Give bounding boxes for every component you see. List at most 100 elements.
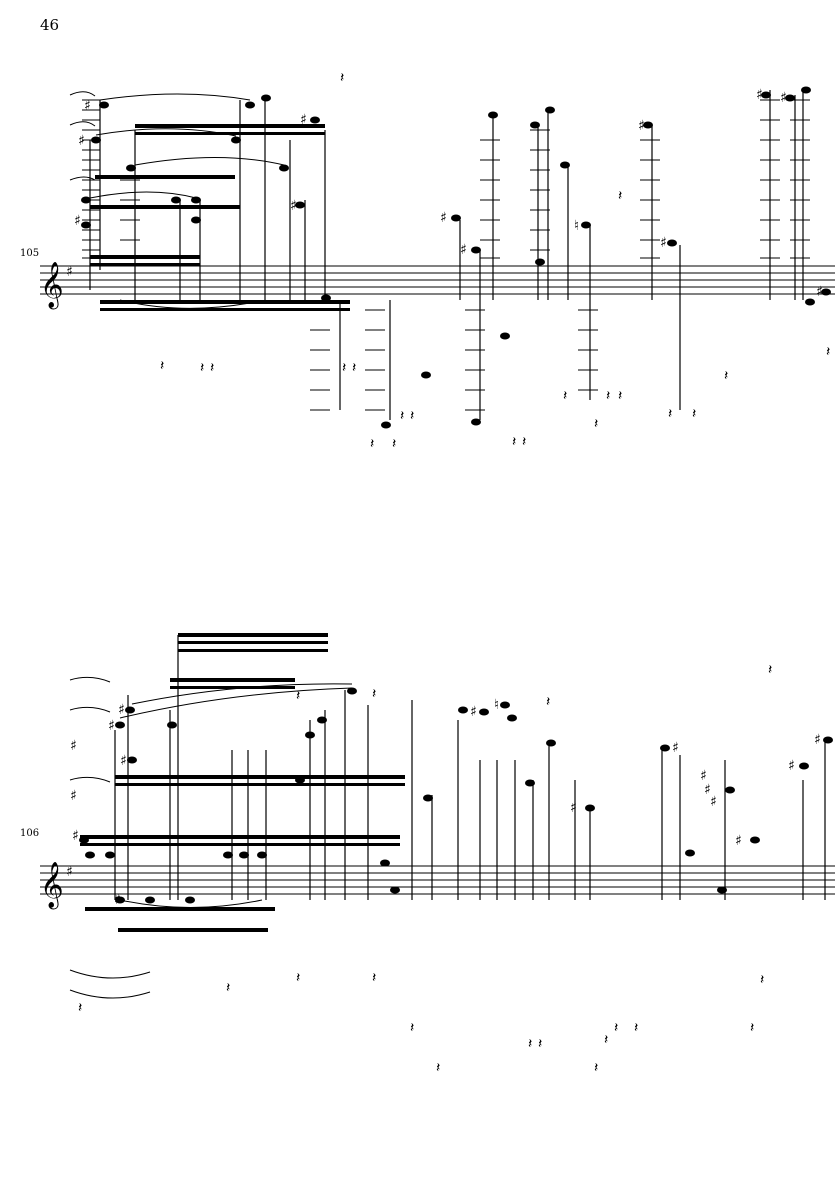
quarter-rest-icon: 𝄽	[826, 344, 830, 360]
notehead	[761, 91, 771, 99]
notehead	[145, 896, 155, 904]
sharp-icon: ♯	[460, 242, 467, 258]
notehead	[451, 214, 461, 222]
sharp-icon: ♯	[814, 732, 821, 748]
stems	[114, 635, 826, 900]
staff-lines	[40, 265, 835, 295]
quarter-rest-icon: 𝄽	[512, 434, 516, 450]
notehead	[321, 294, 331, 302]
stems	[89, 90, 804, 420]
notehead	[105, 851, 115, 859]
notehead	[585, 804, 595, 812]
sharp-icon: ♯	[108, 718, 115, 734]
sharp-icon: ♯	[290, 198, 297, 214]
sharp-icon: ♯	[704, 782, 711, 798]
accidentals: ♯ ♯ ♯ ♯ ♯ ♯ ♯ ♯ ♯ ♯ ♯ ♯ ♯ ♯ ♯ ♯ ♯ ♮	[70, 697, 821, 908]
quarter-rest-icon: 𝄽	[724, 368, 728, 384]
measure-number: 106	[20, 828, 40, 839]
sharp-icon: ♯	[470, 704, 477, 720]
quarter-rest-icon: 𝄽	[546, 694, 550, 710]
score-system-2: 106 𝄞 ♯	[0, 600, 835, 1120]
notehead	[223, 851, 233, 859]
rests: 𝄽 𝄽 𝄽 𝄽 𝄽 𝄽 𝄽 𝄽 𝄽 𝄽 𝄽 𝄽 𝄽 𝄽 𝄽 𝄽 𝄽 𝄽 𝄽 𝄽 …	[160, 70, 830, 452]
notehead	[801, 86, 811, 94]
notehead	[471, 246, 481, 254]
quarter-rest-icon: 𝄽	[768, 662, 772, 678]
quarter-rest-icon: 𝄽	[296, 688, 300, 704]
quarter-rest-icon: 𝄽	[668, 406, 672, 422]
sharp-icon: ♯	[756, 87, 763, 103]
notehead	[85, 851, 95, 859]
notehead	[167, 721, 177, 729]
staff-lines	[40, 865, 835, 895]
notehead	[91, 136, 101, 144]
notehead	[667, 239, 677, 247]
notehead	[545, 106, 555, 114]
sharp-icon: ♯	[570, 800, 577, 816]
notehead	[530, 121, 540, 129]
beams	[90, 124, 350, 311]
notehead	[500, 332, 510, 340]
treble-clef-icon: 𝄞	[40, 862, 64, 910]
quarter-rest-icon: 𝄽	[352, 360, 356, 376]
quarter-rest-icon: 𝄽	[372, 686, 376, 702]
notehead	[245, 101, 255, 109]
sharp-icon: ♯	[72, 828, 79, 844]
notehead	[823, 736, 833, 744]
notehead	[785, 94, 795, 102]
sharp-icon: ♯	[710, 794, 717, 810]
notehead	[525, 779, 535, 787]
sharp-icon: ♯	[700, 768, 707, 784]
notehead	[126, 164, 136, 172]
notehead	[191, 196, 201, 204]
quarter-rest-icon: 𝄽	[78, 1000, 82, 1016]
sharp-icon: ♯	[114, 892, 121, 908]
quarter-rest-icon: 𝄽	[340, 70, 344, 86]
sharp-icon: ♯	[74, 213, 81, 229]
notehead	[458, 706, 468, 714]
quarter-rest-icon: 𝄽	[594, 1060, 598, 1076]
quarter-rest-icon: 𝄽	[392, 436, 396, 452]
quarter-rest-icon: 𝄽	[538, 1036, 542, 1052]
quarter-rest-icon: 𝄽	[370, 436, 374, 452]
notehead	[581, 221, 591, 229]
quarter-rest-icon: 𝄽	[634, 1020, 638, 1036]
sharp-icon: ♯	[118, 702, 125, 718]
quarter-rest-icon: 𝄽	[760, 972, 764, 988]
score-system-1: 105 𝄞 ♯	[0, 0, 835, 520]
notehead	[643, 121, 653, 129]
notehead	[423, 794, 433, 802]
quarter-rest-icon: 𝄽	[410, 408, 414, 424]
natural-icon: ♮	[574, 218, 579, 234]
ledger-lines-below	[310, 309, 598, 411]
quarter-rest-icon: 𝄽	[436, 1060, 440, 1076]
sharp-icon: ♯	[120, 753, 127, 769]
notehead	[261, 94, 271, 102]
slurs	[69, 676, 353, 999]
accidentals: ♯ ♯ ♯ ♯ ♯ ♯ ♯ ♯ ♯ ♯ ♯ ♯ ♮	[74, 87, 823, 300]
sharp-icon: ♯	[788, 758, 795, 774]
quarter-rest-icon: 𝄽	[160, 358, 164, 374]
quarter-rest-icon: 𝄽	[342, 360, 346, 376]
sharp-icon: ♯	[660, 235, 667, 251]
sharp-icon: ♯	[735, 833, 742, 849]
beams	[80, 633, 405, 932]
notehead	[81, 196, 91, 204]
rests: 𝄽 𝄽 𝄽 𝄽 𝄽 𝄽 𝄽 𝄽 𝄽 𝄽 𝄽 𝄽 𝄽 𝄽 𝄽 𝄽 𝄽 𝄽	[78, 662, 772, 1076]
notehead	[295, 776, 305, 784]
notehead	[390, 886, 400, 894]
notehead	[171, 196, 181, 204]
quarter-rest-icon: 𝄽	[618, 388, 622, 404]
sharp-icon: ♯	[84, 98, 91, 114]
notehead	[127, 756, 137, 764]
notehead	[479, 708, 489, 716]
notehead	[799, 762, 809, 770]
quarter-rest-icon: 𝄽	[604, 1032, 608, 1048]
sharp-icon: ♯	[816, 284, 823, 300]
sharp-icon: ♯	[300, 112, 307, 128]
staff-system-2: 𝄞 ♯	[40, 633, 835, 1076]
quarter-rest-icon: 𝄽	[528, 1036, 532, 1052]
quarter-rest-icon: 𝄽	[226, 980, 230, 996]
quarter-rest-icon: 𝄽	[400, 408, 404, 424]
sharp-icon: ♯	[70, 738, 77, 754]
